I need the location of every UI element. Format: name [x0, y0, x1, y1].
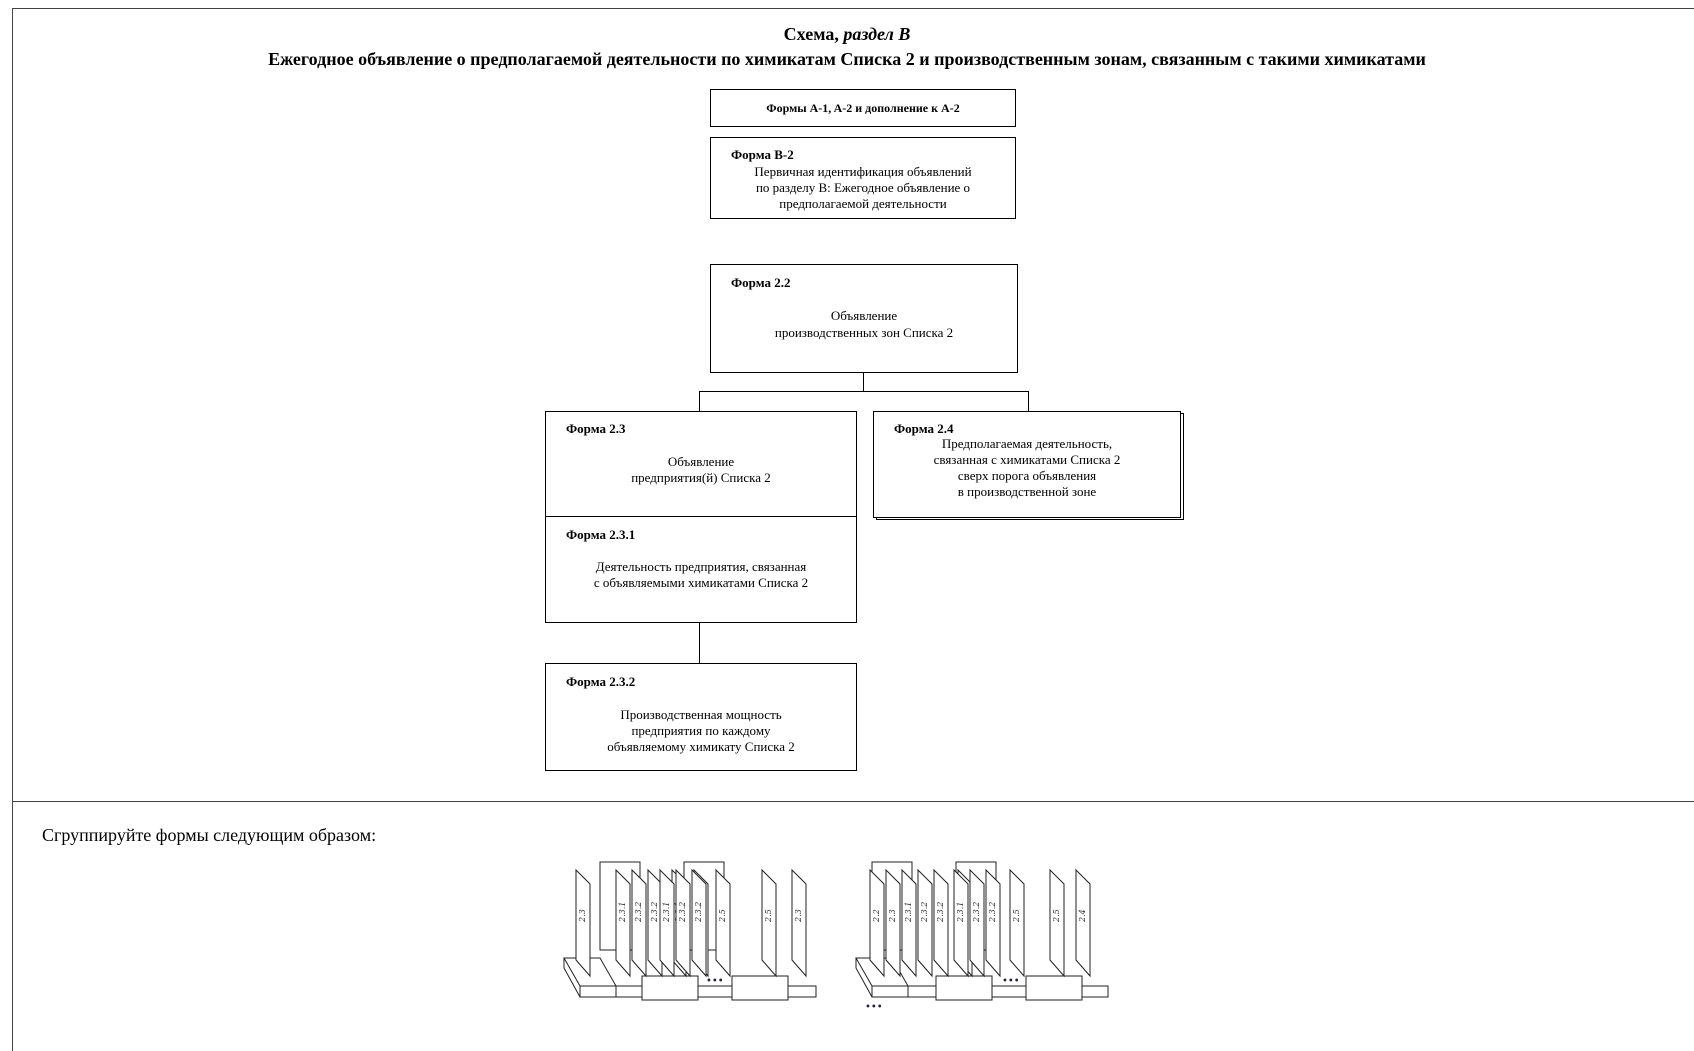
box-form-2-3-1-code: Форма 2.3.1	[566, 527, 636, 542]
form-card-label: 2.3.1	[956, 902, 965, 923]
connector-2-3-1-to-2-3-2	[699, 623, 700, 663]
form-card	[631, 868, 647, 978]
form-card-label: 2.3	[794, 909, 803, 923]
form-card	[901, 868, 917, 978]
box-form-2-4: Форма 2.4 Предполагаемая деятельность, с…	[873, 411, 1181, 518]
form-card-label: 2.5	[1052, 909, 1061, 923]
form-card-label: 2.5	[764, 909, 773, 923]
section-divider	[12, 801, 1694, 802]
form-card-label: 2.5	[1012, 909, 1021, 923]
box-form-2-4-line1: Предполагаемая деятельность,	[941, 436, 1113, 451]
form-card	[1009, 868, 1025, 978]
form-card-label: 2.5	[718, 909, 727, 923]
ellipsis-between-trays: •••	[865, 1002, 883, 1013]
form-card	[885, 868, 901, 978]
connector-to-2-4	[1028, 391, 1029, 411]
form-card-label: 2.3.1	[618, 902, 627, 923]
form-card-label: 2.3.1	[904, 902, 913, 923]
diagram-frame	[12, 8, 1694, 1051]
box-form-b2-line1: Первичная идентификация объявлений	[754, 164, 972, 179]
form-card	[659, 868, 675, 978]
box-forms-a-label: Формы A-1, A-2 и дополнение к A-2	[766, 101, 960, 115]
form-card	[691, 868, 707, 978]
form-card	[1049, 868, 1065, 978]
box-form-2-3-line2: предприятия(й) Списка 2	[631, 470, 771, 485]
box-form-b2: Форма B-2 Первичная идентификация объявл…	[710, 137, 1016, 219]
connector-horizontal	[699, 391, 1028, 392]
box-form-2-4-line4: в производственной зоне	[957, 484, 1097, 499]
box-form-2-3-code: Форма 2.3	[566, 421, 626, 436]
box-form-2-3: Форма 2.3 Объявление предприятия(й) Спис…	[545, 411, 857, 517]
box-form-2-3-1: Форма 2.3.1 Деятельность предприятия, св…	[545, 516, 857, 623]
form-card-label: 2.3.2	[988, 902, 997, 923]
box-form-b2-line3: предполагаемой деятельности	[779, 196, 947, 211]
box-form-2-2-code: Форма 2.2	[731, 275, 791, 290]
form-card-label: 2.3.2	[678, 902, 687, 923]
form-card	[917, 868, 933, 978]
form-card-label: 2.3.2	[920, 902, 929, 923]
box-form-2-2: Форма 2.2 Объявление производственных зо…	[710, 264, 1018, 373]
box-form-2-4-line2: связанная с химикатами Списка 2	[933, 452, 1121, 467]
form-card	[1075, 868, 1091, 978]
diagram-subtitle: Ежегодное объявление о предполагаемой де…	[268, 49, 1426, 69]
form-card	[647, 868, 663, 978]
form-card-label: 2.3.1	[662, 902, 671, 923]
ellipsis-group-2: •••	[1002, 976, 1020, 987]
form-card	[869, 868, 885, 978]
form-card	[675, 868, 691, 978]
box-form-2-3-1-line2: с объявляемыми химикатами Списка 2	[593, 575, 809, 590]
box-form-2-3-1-line1: Деятельность предприятия, связанная	[595, 559, 807, 574]
box-form-2-3-line1: Объявление	[667, 454, 735, 469]
ellipsis-group-1: •••	[706, 976, 724, 987]
box-form-2-3-2-line3: объявляемому химикату Списка 2	[607, 739, 795, 754]
connector-2-2-down	[863, 373, 864, 391]
box-form-2-3-2: Форма 2.3.2 Производственная мощность пр…	[545, 663, 857, 771]
form-card-label: 2.3.2	[972, 902, 981, 923]
box-form-b2-line2: по разделу B: Ежегодное объявление о	[755, 180, 971, 195]
connector-to-2-3	[699, 391, 700, 411]
form-cards: 2.32.3.12.3.22.3.22.3.12.3.22.3.12.3.22.…	[575, 861, 1091, 978]
box-form-2-3-2-line1: Производственная мощность	[620, 707, 782, 722]
grouping-instruction: Сгруппируйте формы следующим образом:	[42, 825, 377, 845]
diagram-title: Схема, раздел B	[783, 24, 911, 44]
box-form-2-2-line2: производственных зон Списка 2	[774, 325, 954, 340]
form-card-label: 2.3	[888, 909, 897, 923]
form-card	[761, 868, 777, 978]
box-form-2-4-line3: сверх порога объявления	[957, 468, 1097, 483]
form-card	[933, 868, 949, 978]
box-forms-a: Формы A-1, A-2 и дополнение к A-2	[710, 89, 1016, 127]
form-card-label: 2.3	[578, 909, 587, 923]
form-card	[791, 868, 807, 978]
box-form-b2-code: Форма B-2	[731, 147, 794, 162]
form-card	[985, 868, 1001, 978]
form-card-label: 2.3.2	[936, 902, 945, 923]
box-form-2-4-code: Форма 2.4	[894, 421, 954, 436]
form-card-label: 2.3.2	[694, 902, 703, 923]
box-form-2-2-line1: Объявление	[830, 308, 898, 323]
form-card	[715, 868, 731, 978]
box-form-2-3-2-code: Форма 2.3.2	[566, 674, 636, 689]
diagram-title-section: раздел B	[843, 24, 911, 44]
form-card	[969, 868, 985, 978]
form-card	[953, 868, 969, 978]
form-card-label: 2.2	[872, 909, 881, 923]
form-card	[575, 868, 591, 978]
box-form-2-3-2-line2: предприятия по каждому	[631, 723, 771, 738]
form-card	[615, 868, 631, 978]
form-card-label: 2.4	[1078, 909, 1087, 923]
form-card-label: 2.3.2	[650, 902, 659, 923]
grouping-illustration: 2.32.3.12.3.22.3.22.3.12.3.22.3.12.3.22.…	[563, 861, 1109, 1013]
form-card-label: 2.3.2	[634, 902, 643, 923]
